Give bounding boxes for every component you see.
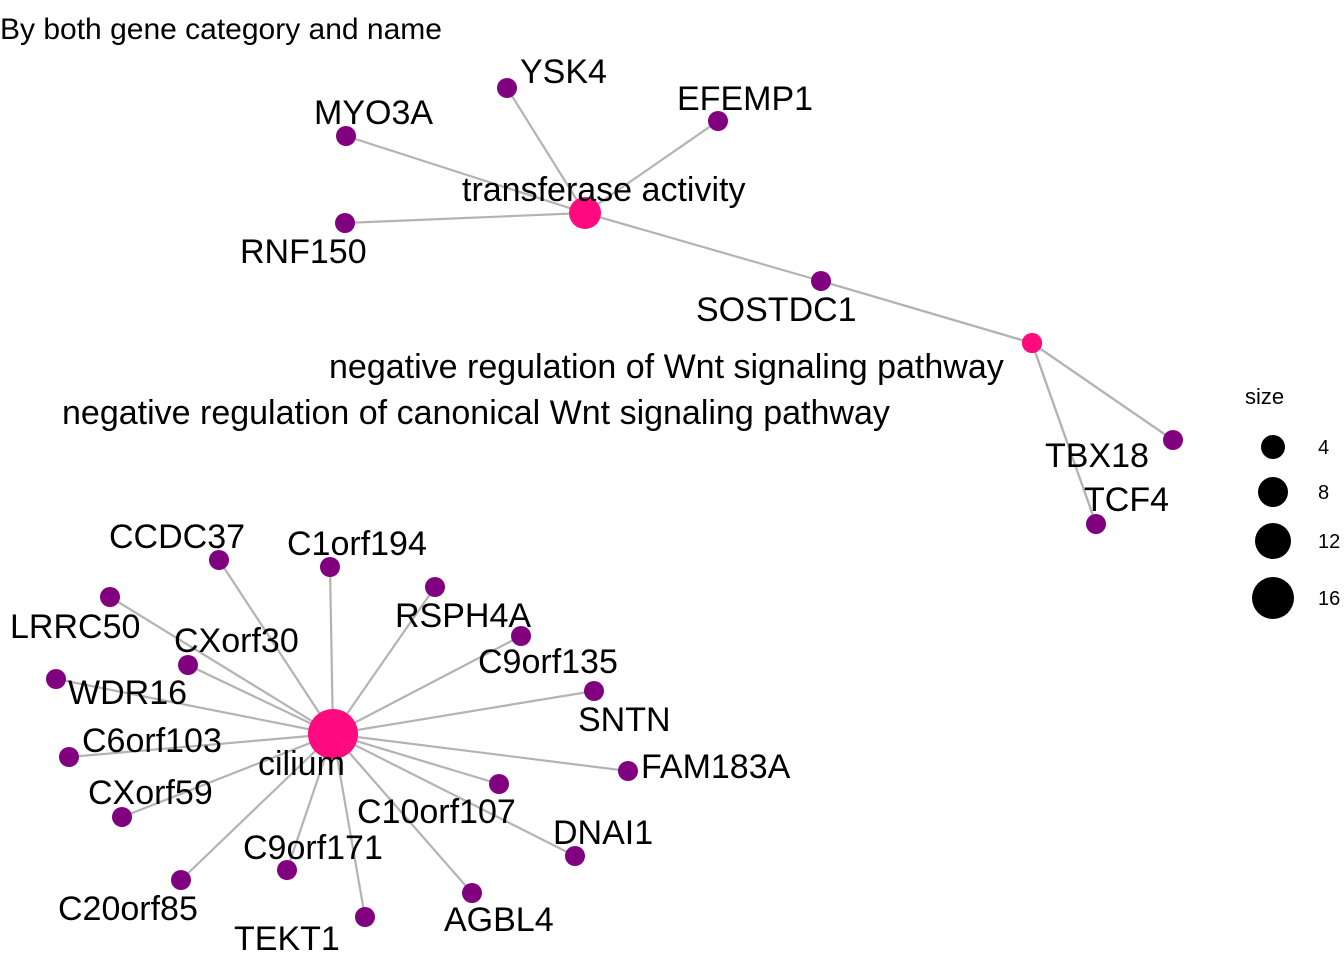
edge-cilium-C10orf107: [332, 732, 500, 786]
gene-label-RSPH4A: RSPH4A: [395, 597, 531, 635]
gene-node-RNF150: [335, 213, 355, 233]
gene-node-MYO3A: [336, 126, 356, 146]
gene-node-AGBL4: [462, 883, 482, 903]
edge-cilium-RSPH4A: [332, 586, 436, 735]
gene-node-EFEMP1: [708, 111, 728, 131]
gene-label-FAM183A: FAM183A: [641, 748, 791, 786]
gene-label-EFEMP1: EFEMP1: [677, 80, 813, 118]
gene-node-C9orf135: [511, 626, 531, 646]
gene-label-CCDC37: CCDC37: [109, 518, 245, 556]
gene-label-RNF150: RNF150: [240, 233, 367, 271]
gene-node-WDR16: [46, 669, 66, 689]
gene-label-C9orf171: C9orf171: [243, 829, 383, 867]
gene-node-C9orf171: [277, 860, 297, 880]
gene-label-C9orf135: C9orf135: [478, 643, 618, 681]
category-node-neg_canon_wnt: [1022, 333, 1042, 353]
edge-cilium-LRRC50: [109, 596, 334, 735]
category-node-transferase: [569, 197, 601, 229]
gene-label-CXorf59: CXorf59: [88, 774, 213, 812]
edge-neg_canon_wnt-SOSTDC1: [820, 279, 1033, 345]
category-label-cilium: cilium: [258, 745, 345, 783]
gene-label-C6orf103: C6orf103: [82, 722, 222, 760]
edge-transferase-RNF150: [344, 211, 586, 225]
gene-node-TCF4: [1086, 514, 1106, 534]
edge-transferase-EFEMP1: [584, 120, 719, 214]
edge-cilium-FAM183A: [332, 732, 629, 773]
category-label-neg_canon_wnt: negative regulation of canonical Wnt sig…: [62, 394, 890, 432]
network-edges: [55, 87, 1174, 918]
legend-dot-16: [1252, 577, 1294, 619]
edge-neg_canon_wnt-TCF4: [1030, 342, 1098, 525]
edge-neg_canon_wnt-TBX18: [1031, 342, 1174, 441]
edge-cilium-DNAI1: [332, 733, 576, 857]
network-nodes: [46, 78, 1183, 927]
edge-cilium-C9orf135: [332, 635, 522, 735]
legend-label-4: 4: [1318, 437, 1329, 459]
gene-node-TBX18: [1163, 430, 1183, 450]
gene-label-DNAI1: DNAI1: [553, 814, 653, 852]
gene-label-CXorf30: CXorf30: [174, 622, 299, 660]
gene-node-SOSTDC1: [811, 271, 831, 291]
gene-label-TCF4: TCF4: [1084, 481, 1169, 519]
category-label-neg_wnt: negative regulation of Wnt signaling pat…: [329, 348, 1004, 386]
gene-node-CXorf30: [178, 655, 198, 675]
gene-label-C1orf194: C1orf194: [287, 525, 427, 563]
gene-label-TBX18: TBX18: [1045, 437, 1149, 475]
gene-node-RSPH4A: [425, 577, 445, 597]
gene-node-FAM183A: [618, 761, 638, 781]
gene-node-TEKT1: [355, 907, 375, 927]
edge-cilium-C6orf103: [68, 732, 334, 759]
gene-label-WDR16: WDR16: [68, 674, 187, 712]
gene-node-YSK4: [497, 78, 517, 98]
legend-dot-8: [1258, 477, 1288, 507]
legend-title: size: [1245, 384, 1284, 409]
gene-node-C6orf103: [59, 747, 79, 767]
gene-node-C20orf85: [171, 870, 191, 890]
edge-transferase-SOSTDC1: [584, 211, 822, 283]
edge-cilium-C1orf194: [328, 566, 335, 735]
gene-node-DNAI1: [565, 846, 585, 866]
edge-cilium-CXorf59: [121, 732, 334, 819]
edge-cilium-CCDC37: [218, 559, 334, 735]
gene-label-AGBL4: AGBL4: [444, 901, 554, 939]
size-legend: size 4 8 12 16: [1245, 384, 1340, 619]
gene-node-LRRC50: [100, 587, 120, 607]
legend-label-12: 12: [1318, 531, 1340, 553]
edge-cilium-SNTN: [332, 689, 595, 736]
gene-label-LRRC50: LRRC50: [10, 608, 140, 646]
category-node-cilium: [308, 709, 358, 759]
gene-label-SNTN: SNTN: [578, 701, 671, 739]
edge-cilium-C20orf85: [180, 733, 334, 881]
edge-transferase-YSK4: [506, 87, 586, 214]
edge-cilium-CXorf30: [187, 664, 334, 735]
legend-label-16: 16: [1318, 588, 1340, 610]
gene-node-CCDC37: [209, 550, 229, 570]
category-label-transferase: transferase activity: [462, 171, 745, 209]
gene-node-SNTN: [584, 681, 604, 701]
plot-title: By both gene category and name: [0, 13, 442, 46]
edge-cilium-TEKT1: [331, 733, 367, 918]
gene-node-C1orf194: [320, 557, 340, 577]
edge-cilium-AGBL4: [332, 733, 473, 894]
legend-label-8: 8: [1318, 482, 1329, 504]
gene-label-MYO3A: MYO3A: [314, 94, 433, 132]
edge-cilium-WDR16: [55, 677, 334, 736]
gene-label-C10orf107: C10orf107: [357, 793, 516, 831]
gene-label-SOSTDC1: SOSTDC1: [696, 291, 857, 329]
gene-node-C10orf107: [489, 774, 509, 794]
edge-transferase-MYO3A: [345, 134, 586, 215]
legend-dot-4: [1261, 435, 1285, 459]
gene-label-TEKT1: TEKT1: [234, 920, 340, 958]
gene-label-C20orf85: C20orf85: [58, 890, 198, 928]
legend-dot-12: [1255, 523, 1291, 559]
gene-label-YSK4: YSK4: [520, 53, 607, 91]
gene-node-CXorf59: [112, 807, 132, 827]
